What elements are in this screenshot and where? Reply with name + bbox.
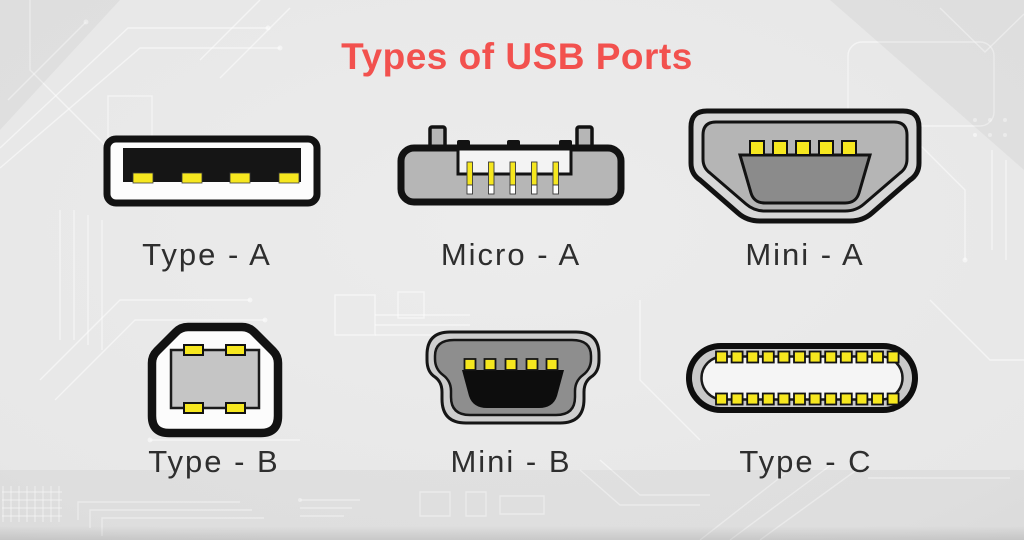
pin-contacts — [749, 140, 857, 156]
usb-mini-a-label: Mini - A — [745, 237, 865, 272]
usb-micro-a-label: Micro - A — [440, 237, 582, 272]
pin-contacts — [466, 161, 559, 195]
usb-mini-b-port-icon — [425, 330, 601, 425]
usb-micro-a-figure — [397, 123, 625, 207]
usb-type-c-port-icon — [686, 343, 918, 413]
usb-mini-a-port-icon — [688, 108, 922, 224]
usb-type-b-label: Type - B — [148, 444, 280, 479]
usb-micro-a-port-icon — [397, 125, 625, 206]
usb-type-a-port-icon — [103, 135, 321, 207]
bottom-shadow-strip — [0, 526, 1024, 540]
pin-contacts — [183, 344, 246, 414]
page-title: Types of USB Ports — [341, 36, 693, 77]
usb-type-b-port-icon — [147, 322, 283, 438]
usb-mini-b-figure — [424, 329, 602, 427]
usb-mini-a-figure — [686, 108, 924, 234]
usb-mini-b-label: Mini - B — [450, 444, 572, 479]
usb-type-c-label: Type - C — [739, 444, 873, 479]
pin-contacts — [463, 358, 559, 371]
pin-contacts — [132, 172, 300, 184]
usb-type-c-figure — [685, 342, 919, 414]
pin-contacts — [715, 350, 900, 406]
usb-type-a-label: Type - A — [142, 237, 272, 272]
usb-type-a-figure — [103, 135, 321, 207]
usb-type-b-figure — [147, 322, 283, 438]
